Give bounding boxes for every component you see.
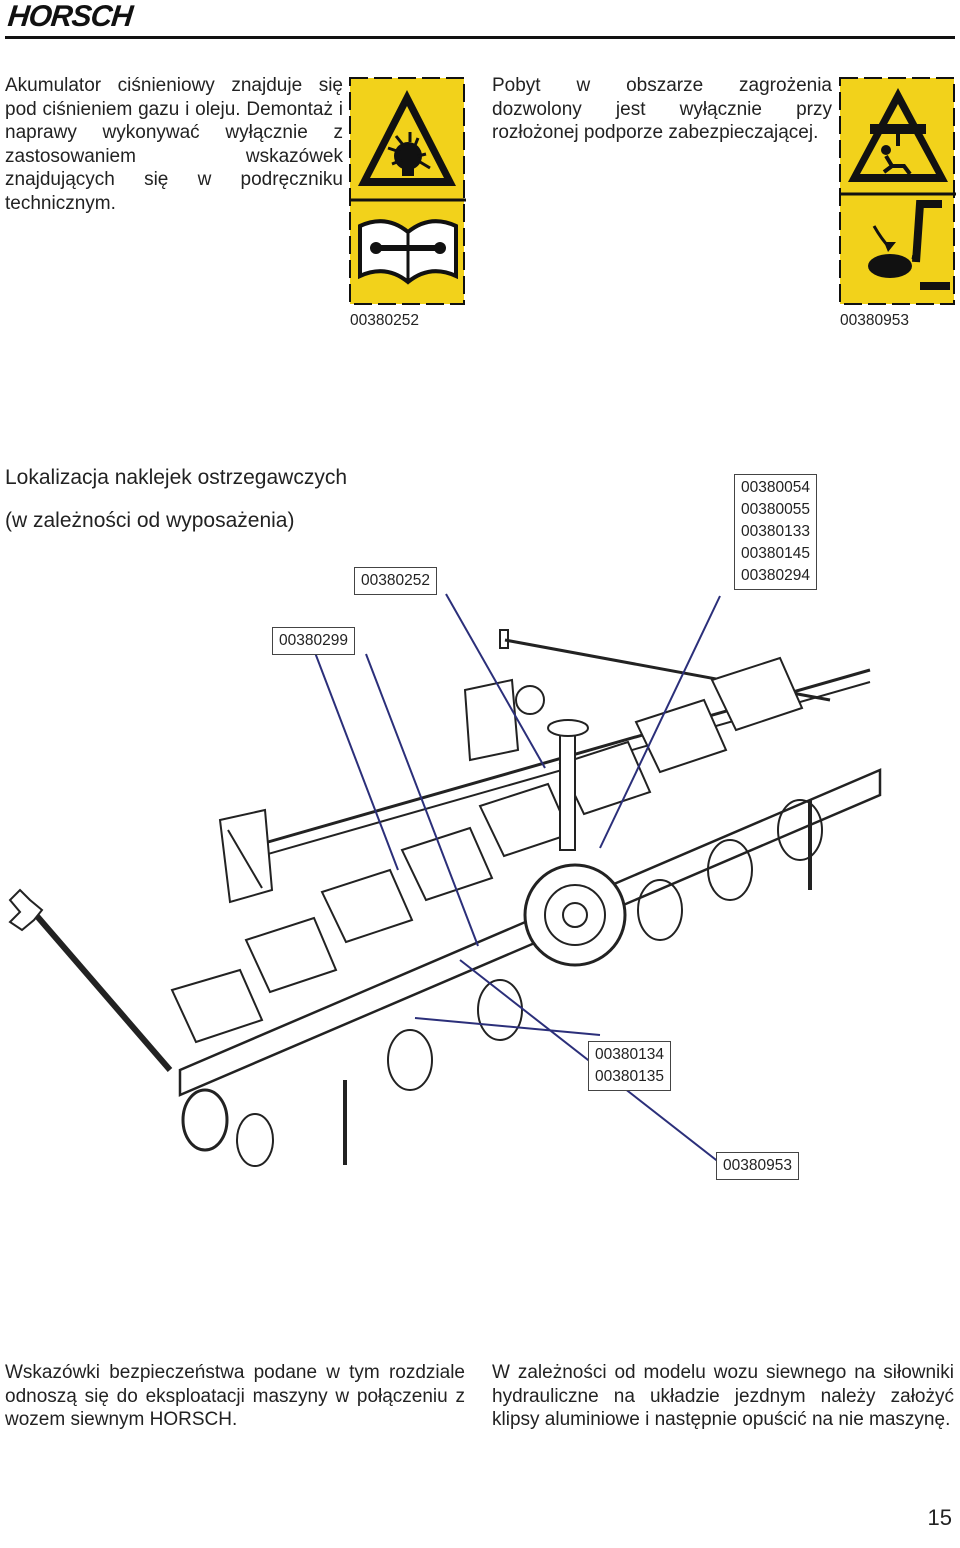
label-code: 00380953 — [723, 1157, 792, 1174]
label-code: 00380055 — [741, 501, 810, 518]
header-rule — [5, 36, 955, 39]
seed-drill-drawing — [8, 629, 882, 1167]
label-code: 00380294 — [741, 567, 810, 584]
label-code: 00380133 — [741, 523, 810, 540]
support-stand-icon — [868, 200, 950, 290]
label-left: 00380299 — [272, 627, 355, 655]
label-code: 00380145 — [741, 545, 810, 562]
support-stand-sticker — [839, 77, 956, 305]
label-center-top: 00380252 — [354, 567, 437, 595]
aluminium-clips-text: W zależności od modelu wozu siewnego na … — [492, 1362, 954, 1430]
label-code: 00380054 — [741, 479, 810, 496]
label-code: 00380135 — [595, 1068, 664, 1085]
label-code: 00380252 — [361, 572, 430, 589]
diagram-heading-line2: (w zależności od wyposażenia) — [5, 509, 295, 532]
sticker-code-00380252: 00380252 — [350, 312, 419, 329]
diagram-heading-line1: Lokalizacja naklejek ostrzegawczych — [5, 466, 347, 489]
sticker-code-00380953: 00380953 — [840, 312, 909, 329]
explosion-warning-icon — [358, 90, 456, 186]
label-right-top: 00380054 00380055 00380133 00380145 0038… — [734, 474, 817, 590]
label-bottom-right: 00380953 — [716, 1152, 799, 1180]
pressure-accumulator-sticker — [349, 77, 466, 305]
safety-scope-text: Wskazówki bezpieczeństwa podane w tym ro… — [5, 1362, 465, 1430]
crush-hazard-icon — [848, 88, 948, 182]
label-code: 00380299 — [279, 632, 348, 649]
accumulator-warning-text: Akumulator ciśnieniowy znajduje się pod … — [5, 75, 343, 214]
label-code: 00380134 — [595, 1046, 664, 1063]
support-warning-text: Pobyt w obszarze zagrożenia dozwolony je… — [492, 75, 832, 143]
manual-book-icon — [358, 219, 458, 285]
page-number: 15 — [927, 1505, 952, 1530]
label-mid-lower: 00380134 00380135 — [588, 1041, 671, 1091]
